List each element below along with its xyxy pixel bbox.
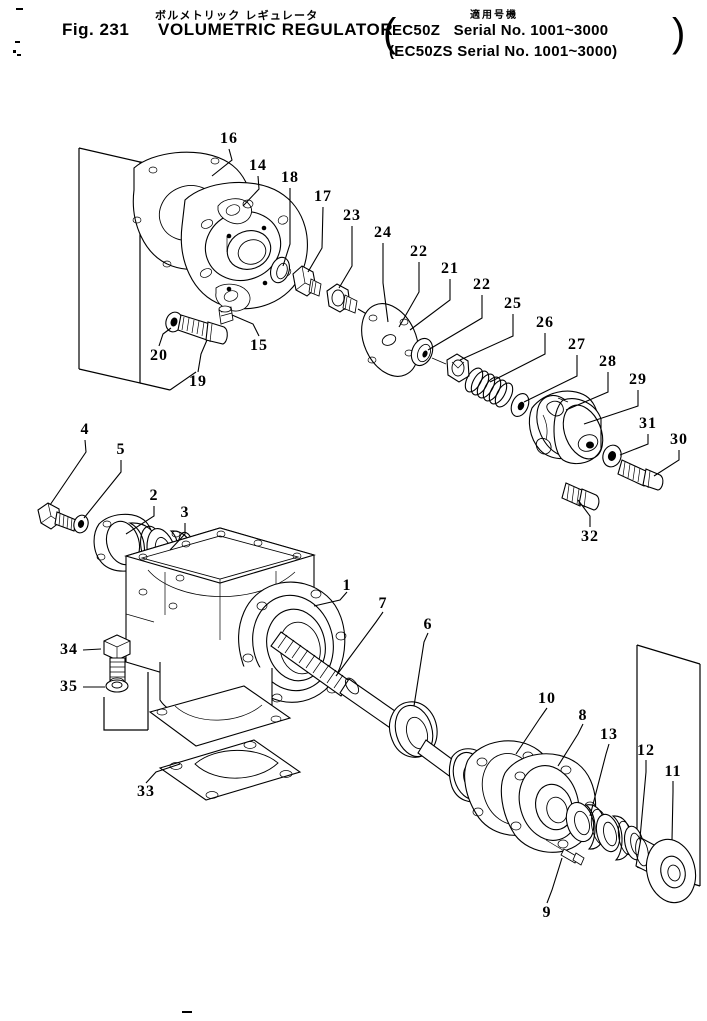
callout-1: 1	[342, 577, 352, 594]
part-25-hex-nut	[446, 353, 470, 383]
part-9-small-bolt	[560, 848, 585, 866]
callout-30: 30	[670, 431, 688, 448]
callout-22b: 22	[473, 276, 491, 293]
callout-28: 28	[599, 353, 617, 370]
part-33-flange-gasket	[158, 739, 302, 801]
callout-35: 35	[60, 678, 78, 695]
callout-2: 2	[149, 487, 159, 504]
open-paren: (	[383, 11, 397, 55]
part-5-lock-washer	[73, 514, 89, 534]
scan-artifact	[182, 1011, 192, 1013]
callout-24: 24	[374, 224, 392, 241]
part-21-diaphragm-plate	[361, 303, 419, 377]
scan-artifact	[15, 41, 20, 43]
callout-27: 27	[568, 336, 586, 353]
part-27-washer	[510, 393, 530, 417]
part-23-hex-nut	[326, 283, 358, 314]
part-7-threaded-shaft	[270, 631, 406, 733]
part-31-washer	[602, 444, 622, 468]
applicable-machine-kana: 適用号機	[470, 10, 518, 21]
leader-lines	[49, 148, 680, 904]
callout-8: 8	[578, 707, 588, 724]
callout-13: 13	[600, 726, 618, 743]
part-26-coil-spring	[464, 367, 514, 408]
callout-9: 9	[542, 904, 552, 921]
part-18-oil-seal	[269, 256, 291, 284]
part-1-regulator-housing	[124, 527, 347, 747]
part-22-washer-lower	[410, 337, 447, 367]
callout-32: 32	[581, 528, 599, 545]
part-32-bolt	[561, 482, 600, 511]
callout-14: 14	[249, 157, 267, 174]
callout-18: 18	[281, 169, 299, 186]
callout-12: 12	[637, 742, 655, 759]
serial-line-2: (EC50ZS Serial No. 1001~3000)	[389, 43, 618, 60]
callout-34: 34	[60, 641, 78, 658]
callout-21: 21	[441, 260, 459, 277]
callout-6: 6	[423, 616, 433, 633]
scan-artifact	[13, 50, 16, 53]
callout-26: 26	[536, 314, 554, 331]
group-bracket-bolt-set	[103, 672, 149, 731]
part-15-plug	[218, 305, 234, 325]
figure-header: Fig. 231 ボルメトリック レギュレータ VOLUMETRIC REGUL…	[0, 0, 707, 80]
callout-31: 31	[639, 415, 657, 432]
callout-4: 4	[80, 421, 90, 438]
serial-line-1: EC50Z Serial No. 1001~3000	[392, 22, 609, 39]
scan-artifact	[17, 54, 21, 56]
part-17-fitting	[292, 265, 322, 297]
callout-7: 7	[378, 595, 388, 612]
callout-10: 10	[538, 690, 556, 707]
callout-33: 33	[137, 783, 155, 800]
scan-artifact	[16, 8, 23, 10]
callout-5: 5	[116, 441, 126, 458]
callout-16: 16	[220, 130, 238, 147]
part-4-bolt	[37, 502, 77, 532]
part-30-bolt	[617, 459, 664, 491]
callout-11: 11	[664, 763, 682, 780]
callout-15: 15	[250, 337, 268, 354]
part-35-spring-washer	[105, 677, 129, 693]
callout-25: 25	[504, 295, 522, 312]
part-19-bolt	[177, 314, 228, 345]
callout-22: 22	[410, 243, 428, 260]
figure-number: Fig. 231	[62, 20, 130, 39]
close-paren: )	[672, 11, 686, 55]
part-28-valve-body	[528, 390, 604, 465]
callout-19: 19	[189, 373, 207, 390]
part-14-flange-housing	[180, 181, 308, 312]
callout-17: 17	[314, 188, 332, 205]
callout-3: 3	[180, 504, 190, 521]
callout-29: 29	[629, 371, 647, 388]
callout-20: 20	[150, 347, 168, 364]
callout-23: 23	[343, 207, 361, 224]
title-kana: ボルメトリック レギュレータ	[155, 9, 319, 22]
page-title: VOLUMETRIC REGULATOR	[158, 20, 394, 39]
part-11-end-cap	[645, 838, 697, 904]
